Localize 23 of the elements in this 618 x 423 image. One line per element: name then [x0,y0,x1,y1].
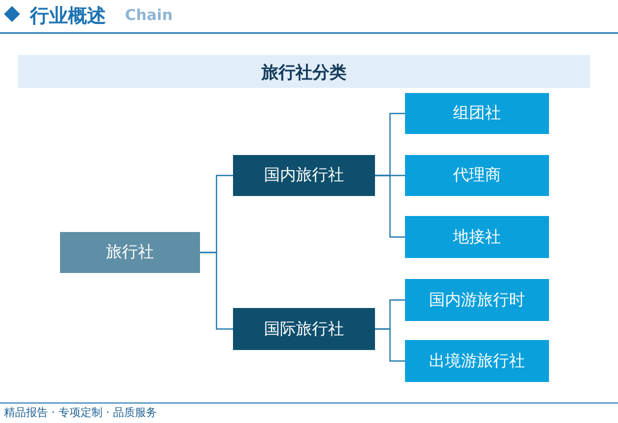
category-box [60,232,200,273]
node-label: 地接社 [453,226,501,248]
category-box [405,93,549,134]
category-box [405,216,549,258]
connector-line [200,252,233,330]
node-label: 出境游旅行社 [429,350,525,372]
faded-heading: Chain [125,6,173,24]
node-label: 组团社 [453,103,501,124]
section-heading: 行业概述 [30,4,106,29]
node-label: 国内游旅行时 [429,290,525,310]
connector-line [375,174,405,238]
category-box [405,155,549,196]
node-label: 旅行社 [106,242,154,263]
category-box [405,340,549,382]
category-box [233,155,375,196]
slogan-text: 精品报告 · 专项定制 · 品质服务 [4,405,157,420]
category-box [233,308,375,350]
diagram-title: 旅行社分类 [260,62,348,84]
node-label: 国际旅行社 [264,318,344,340]
connector-line [375,328,405,362]
node-label: 国内旅行社 [264,165,344,186]
node-label: 代理商 [453,165,501,186]
category-box [405,279,549,321]
